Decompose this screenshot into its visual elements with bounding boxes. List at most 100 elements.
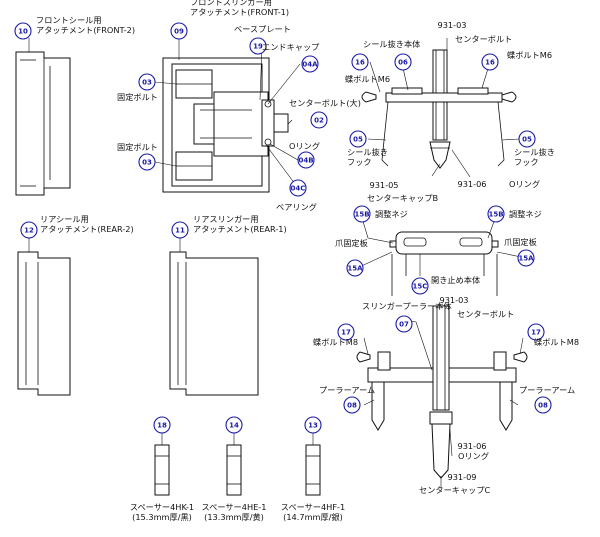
spacers-drawing [154, 444, 321, 496]
callout-label: エンドキャップ [262, 42, 320, 52]
callout-bubble [395, 315, 413, 333]
callout-bubble [394, 53, 412, 71]
callout-bubble [153, 416, 171, 434]
callout-bubble [289, 179, 307, 197]
part-code-label: センターキャップC [419, 485, 491, 495]
callout-label: スペーサー4HE-1(13.3mm厚/黄) [202, 502, 267, 522]
callout-number: 03 [142, 159, 152, 167]
slinger-puller-drawing [356, 305, 528, 479]
callout-label: スリンガープーラー本体 [362, 301, 452, 311]
callout-bubble [351, 53, 369, 71]
part-code-p93106a: 931-06 Oリング [457, 179, 540, 189]
callout-bubble [138, 73, 156, 91]
rear-slinger-attachment-drawing [169, 251, 259, 396]
callout-number: 19 [253, 43, 263, 51]
callout-bubble [346, 259, 364, 277]
callout-label: フロントスリンガー用アタッチメント(FRONT-1) [190, 0, 289, 17]
front-seal-attachment-drawing [15, 51, 71, 196]
callout-number: 17 [531, 329, 541, 337]
front-slinger-assembly-drawing [162, 57, 289, 193]
callout-bubble [304, 416, 322, 434]
callout-number: 10 [18, 28, 28, 36]
callout-number: 15A [518, 255, 534, 263]
callout-c14: 14 スペーサー4HE-1(13.3mm厚/黄) [202, 416, 267, 522]
callout-label: スペーサー4HK-1(15.3mm厚/黒) [130, 502, 194, 522]
callout-number: 16 [355, 59, 365, 67]
callout-bubble [349, 130, 367, 148]
leader-lines [28, 38, 527, 488]
callout-c15Bb: 15B 調整ネジ [487, 205, 542, 223]
part-code-number: 931-05 [369, 180, 398, 190]
callout-label: シール抜きフック [514, 147, 555, 167]
part-code-number: 931-09 [447, 472, 476, 482]
part-code-number: 931-06 [457, 179, 486, 189]
callout-label: センターボルト(大) [289, 98, 361, 108]
callouts-layer: 10フロントシール用アタッチメント(FRONT-2)09フロントスリンガー用アタ… [14, 0, 579, 522]
callout-bubble [297, 151, 315, 169]
part-code-p93103b: 931-03 センターボルト [439, 295, 514, 319]
seal-remover-drawing [361, 49, 517, 169]
callout-label: リアスリンガー用アタッチメント(REAR-1) [193, 214, 287, 234]
callout-number: 15A [347, 265, 363, 273]
callout-label: ベースプレート [234, 24, 291, 34]
callout-label: 爪固定板 [504, 237, 537, 247]
callout-number: 14 [229, 422, 239, 430]
callout-number: 12 [24, 227, 34, 235]
callout-bubble [171, 221, 189, 239]
callout-label: ベアリング [276, 202, 317, 212]
callout-label: スペーサー4HF-1(14.7mm厚/銀) [281, 502, 345, 522]
callout-bubble [310, 111, 328, 129]
callout-c19: 19 ベースプレート [234, 24, 291, 55]
callout-label: 固定ボルト [117, 142, 158, 152]
callout-bubble [14, 22, 32, 40]
callout-label: 蝶ボルトM6 [507, 50, 552, 60]
callout-number: 08 [538, 402, 548, 410]
callout-number: 06 [398, 59, 408, 67]
part-code-label: Oリング [509, 179, 540, 189]
callout-bubble [411, 277, 429, 295]
callout-number: 04C [291, 185, 306, 193]
callout-bubble [249, 37, 267, 55]
callout-bubble [527, 323, 545, 341]
callout-label: フロントシール用アタッチメント(FRONT-2) [36, 15, 135, 35]
callout-c04C: 04C ベアリング [276, 179, 317, 212]
callout-c02: 02 センターボルト(大) [289, 98, 361, 129]
callout-number: 02 [314, 117, 324, 125]
part-code-number: 931-03 [439, 295, 468, 305]
part-code-number: 931-03 [437, 20, 466, 30]
callout-number: 13 [308, 422, 318, 430]
callout-label: 蝶ボルトM8 [313, 337, 358, 347]
callout-bubble [337, 323, 355, 341]
callout-number: 08 [347, 402, 357, 410]
callout-c11: 11 リアスリンガー用アタッチメント(REAR-1) [171, 214, 287, 239]
callout-label: 調整ネジ [509, 209, 542, 219]
callout-bubble [534, 396, 552, 414]
callout-number: 11 [175, 227, 185, 235]
callout-number: 15B [488, 211, 503, 219]
callout-number: 15C [413, 283, 428, 291]
callout-c03b: 03 固定ボルト [117, 142, 158, 171]
callout-number: 17 [341, 329, 351, 337]
part-code-label: Oリング [458, 451, 489, 461]
callout-bubble [353, 205, 371, 223]
spread-stopper-drawing [389, 231, 499, 296]
callout-c15Ab: 15A 爪固定板 [504, 237, 537, 267]
callout-label: 開き止め本体 [431, 275, 480, 285]
callout-label: 調整ネジ [375, 209, 408, 219]
callout-bubble [343, 396, 361, 414]
callout-bubble [517, 249, 535, 267]
callout-label: 蝶ボルトM8 [534, 337, 579, 347]
callout-c06: 06 シール抜き本体 [363, 39, 420, 71]
part-code-label: センターボルト [457, 309, 514, 319]
callout-label: シール抜き本体 [363, 39, 420, 49]
